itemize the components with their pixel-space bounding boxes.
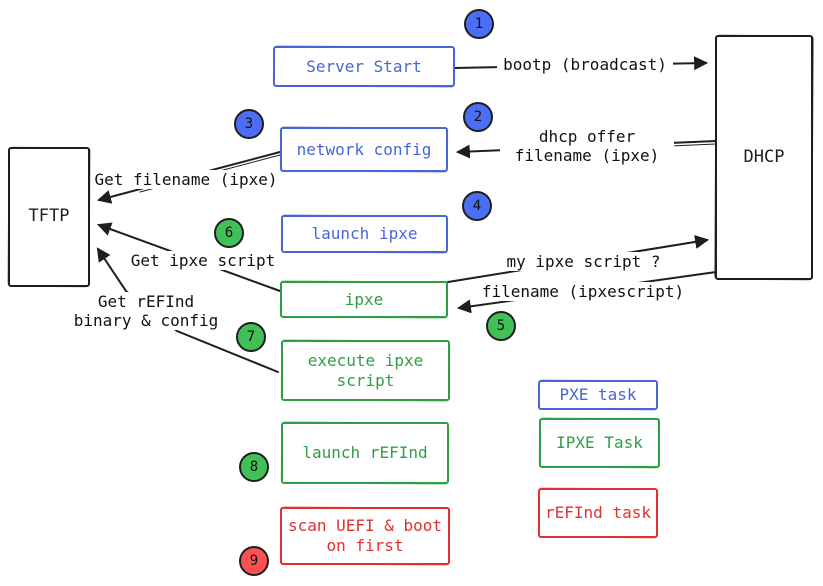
step-badge-2: 2 (463, 102, 493, 132)
step-badge-6-num: 6 (224, 225, 234, 241)
legend-ipxe-task: IPXE Task (539, 418, 660, 468)
edge-label-get-refind: Get rEFInd binary & config (58, 292, 234, 331)
node-dhcp-label: DHCP (743, 146, 785, 167)
flow-box-server-start-label: Server Start (306, 56, 422, 76)
step-badge-6: 6 (214, 218, 244, 248)
step-badge-8: 8 (239, 452, 269, 482)
step-badge-9-num: 9 (249, 553, 259, 569)
edge-label-get-filename: Get filename (ipxe) (88, 170, 284, 190)
edge-label-get-ipxe-script: Get ipxe script (125, 251, 281, 271)
step-badge-3-num: 3 (244, 116, 254, 132)
step-badge-5: 5 (486, 311, 516, 341)
flow-box-launch-ipxe-label: launch ipxe (311, 224, 418, 243)
step-badge-5-num: 5 (496, 318, 506, 334)
flow-box-scan-uefi: scan UEFI & boot on first (280, 507, 450, 565)
node-dhcp: DHCP (715, 35, 813, 280)
node-tftp-label: TFTP (28, 206, 70, 227)
flow-box-server-start: Server Start (273, 46, 455, 87)
flow-box-launch-refind: launch rEFInd (281, 422, 449, 484)
flow-box-network-config: network config (280, 127, 448, 172)
flow-box-launch-ipxe: launch ipxe (281, 215, 448, 253)
flow-box-execute-ipxe-script-label: execute ipxe script (307, 350, 424, 390)
legend-pxe-task: PXE task (538, 380, 658, 410)
legend-refind-task-label: rEFInd task (545, 503, 651, 522)
flow-box-ipxe-label: ipxe (344, 289, 384, 309)
step-badge-1-num: 1 (474, 16, 484, 32)
step-badge-4-num: 4 (472, 198, 482, 214)
step-badge-9: 9 (239, 546, 269, 576)
flow-box-scan-uefi-label: scan UEFI & boot on first (287, 516, 443, 555)
flow-box-network-config-label: network config (296, 139, 432, 159)
step-badge-7: 7 (236, 322, 266, 352)
legend-refind-task: rEFInd task (538, 488, 658, 538)
edge-label-bootp: bootp (broadcast) (497, 55, 673, 75)
step-badge-8-num: 8 (249, 459, 259, 475)
flow-box-launch-refind-label: launch rEFInd (302, 443, 428, 462)
step-badge-4: 4 (462, 191, 492, 221)
edge-label-my-ipxe-script: my ipxe script ? (494, 252, 673, 272)
step-badge-3: 3 (234, 109, 264, 139)
flow-box-ipxe: ipxe (280, 281, 448, 318)
edge-label-filename-ipxescript: filename (ipxescript) (478, 282, 688, 302)
flow-box-execute-ipxe-script: execute ipxe script (281, 340, 450, 401)
step-badge-1: 1 (464, 9, 494, 39)
step-badge-7-num: 7 (246, 329, 256, 345)
step-badge-2-num: 2 (473, 109, 483, 125)
legend-pxe-task-label: PXE task (559, 385, 637, 404)
edge-label-dhcp-offer: dhcp offer filename (ipxe) (500, 127, 674, 166)
node-tftp: TFTP (8, 147, 90, 287)
legend-ipxe-task-label: IPXE Task (556, 433, 643, 452)
